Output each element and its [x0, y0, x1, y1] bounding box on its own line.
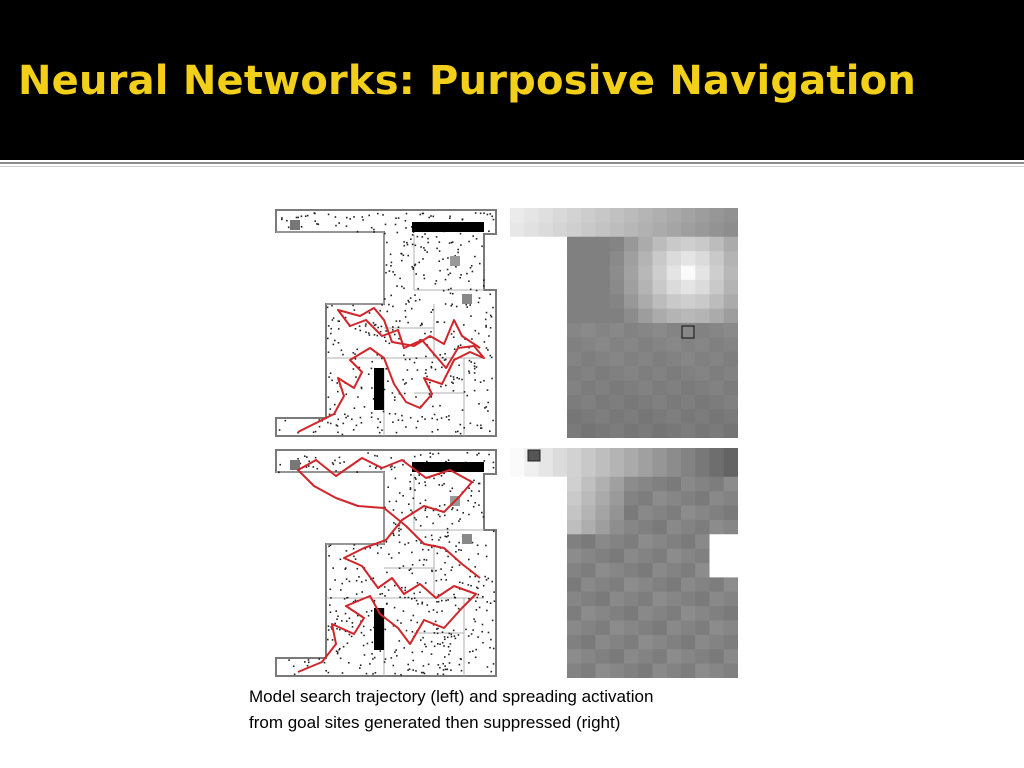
- figure: [274, 208, 740, 680]
- divider-line-thin: [0, 166, 1024, 167]
- caption-line-1: Model search trajectory (left) and sprea…: [249, 687, 654, 706]
- activation-map-bottom: [510, 448, 738, 678]
- slide-title: Neural Networks: Purposive Navigation: [18, 58, 917, 104]
- caption-line-2: from goal sites generated then suppresse…: [249, 713, 621, 732]
- activation-map-top: [510, 208, 738, 438]
- title-bar: Neural Networks: Purposive Navigation: [0, 0, 1024, 160]
- maze-trajectory-top: [274, 208, 500, 438]
- divider-line: [0, 162, 1024, 164]
- figure-caption: Model search trajectory (left) and sprea…: [249, 684, 789, 736]
- maze-trajectory-bottom: [274, 448, 500, 678]
